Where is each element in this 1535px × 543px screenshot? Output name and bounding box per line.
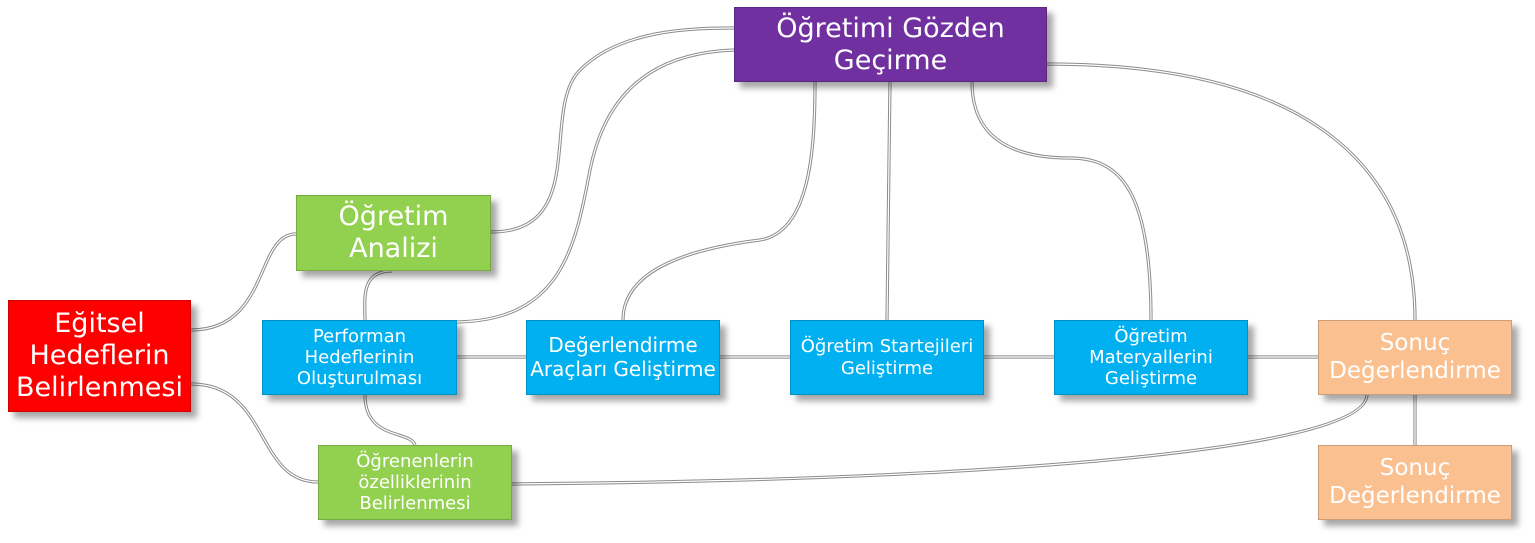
conn-materyaller-gozden: [970, 81, 1153, 321]
node-ogretimi-gozden-gecirme[interactable]: Öğretimi Gözden Geçirme: [734, 7, 1047, 82]
node-performans-hedeflerinin-olusturulmasi[interactable]: Performan Hedeflerinin Oluşturulması: [262, 320, 457, 395]
conn-performans-gozden: [456, 48, 735, 324]
conn-egitsel-analiz: [190, 232, 297, 332]
conn-gozden-sonuc1: [1046, 62, 1417, 321]
conn-egitsel-ogrenenler: [190, 382, 319, 484]
node-label: Performan Hedeflerinin Oluşturulması: [296, 325, 423, 390]
node-label: Öğrenenlerin özelliklerinin Belirlenmesi: [356, 450, 474, 515]
node-label: Sonuç Değerlendirme: [1329, 455, 1501, 509]
node-label: Öğretim Materyallerini Geliştirme: [1089, 325, 1213, 390]
node-label: Sonuç Değerlendirme: [1329, 330, 1501, 384]
conn-degerlendirme-gozden: [621, 81, 817, 321]
node-label: Öğretim Analizi: [338, 201, 449, 264]
node-label: Öğretimi Gözden Geçirme: [776, 12, 1005, 76]
node-egitsel-hedeflerin-belirlenmesi[interactable]: Eğitsel Hedeflerin Belirlenmesi: [8, 300, 191, 412]
node-label: Öğretim Startejileri Geliştirme: [800, 336, 974, 379]
conn-performans-ogrenenler: [363, 394, 417, 446]
node-sonuc-degerlendirme[interactable]: Sonuç Değerlendirme: [1318, 320, 1512, 395]
conn-analiz-performans: [363, 269, 393, 321]
conn-ogrenenler-sonuc1: [511, 394, 1369, 486]
node-degerlendirme-araclari-gelistirme[interactable]: Değerlendirme Araçları Geliştirme: [526, 320, 720, 395]
node-label: Değerlendirme Araçları Geliştirme: [530, 332, 716, 381]
node-label: Eğitsel Hedeflerin Belirlenmesi: [16, 308, 183, 403]
node-ogrenenlerin-ozelliklerinin-belirlenmesi[interactable]: Öğrenenlerin özelliklerinin Belirlenmesi: [318, 445, 512, 520]
conn-analiz-gozden: [490, 26, 735, 234]
conn-stratejiler-gozden: [885, 81, 892, 321]
node-ogretim-analizi[interactable]: Öğretim Analizi: [296, 195, 491, 271]
node-sonuc-degerlendirme-alt[interactable]: Sonuç Değerlendirme: [1318, 445, 1512, 520]
node-ogretim-stratejileri-gelistirme[interactable]: Öğretim Startejileri Geliştirme: [790, 320, 984, 395]
node-ogretim-materyallerini-gelistirme[interactable]: Öğretim Materyallerini Geliştirme: [1054, 320, 1248, 395]
